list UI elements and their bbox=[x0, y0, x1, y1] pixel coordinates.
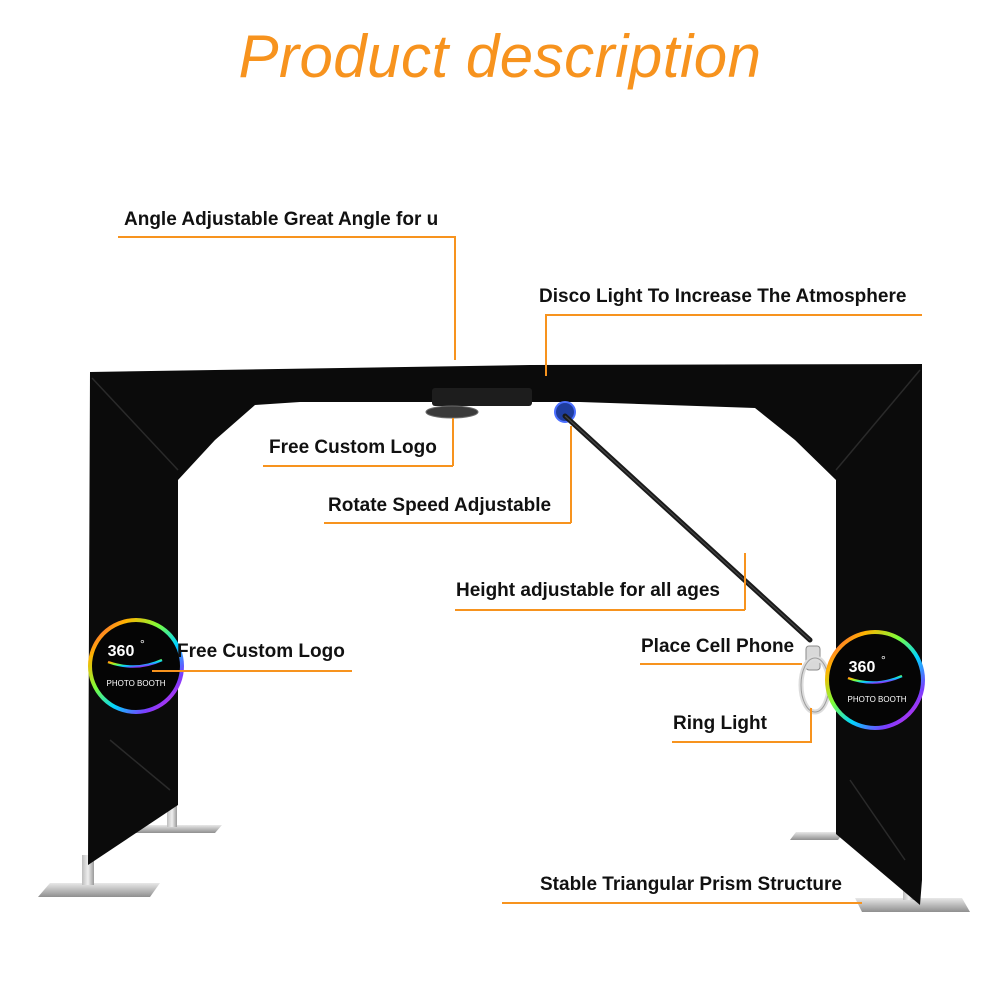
callout-line-height-h bbox=[455, 609, 745, 611]
callout-line-disco-h bbox=[545, 314, 922, 316]
callout-line-rotate-h bbox=[324, 522, 571, 524]
svg-text:360: 360 bbox=[108, 643, 135, 660]
callout-line-height-v bbox=[744, 553, 746, 610]
label-ring-light: Ring Light bbox=[673, 713, 767, 734]
label-free-custom-logo-left: Free Custom Logo bbox=[177, 641, 345, 662]
label-place-cell-phone: Place Cell Phone bbox=[641, 636, 795, 657]
label-disco-light: Disco Light To Increase The Atmosphere bbox=[539, 286, 907, 307]
arch-frame bbox=[88, 364, 922, 905]
svg-text:PHOTO BOOTH: PHOTO BOOTH bbox=[107, 679, 166, 688]
svg-text:360: 360 bbox=[849, 659, 876, 676]
label-free-custom-logo-top: Free Custom Logo bbox=[269, 437, 437, 458]
label-angle-adjustable: Angle Adjustable Great Angle for u bbox=[124, 209, 439, 230]
page-title: Product description bbox=[238, 23, 762, 90]
panel-logo-right: 360 ° PHOTO BOOTH bbox=[825, 630, 925, 730]
callout-line-logo-top-h bbox=[263, 465, 453, 467]
label-height-adjustable: Height adjustable for all ages bbox=[456, 580, 720, 601]
logo-plate-top bbox=[425, 405, 479, 419]
motor-box bbox=[432, 388, 532, 406]
callout-line-phone-h bbox=[640, 663, 802, 665]
fabric-folds bbox=[91, 369, 921, 861]
callout-line-rotate-v bbox=[570, 426, 572, 523]
disco-light bbox=[554, 401, 576, 423]
svg-text:°: ° bbox=[881, 653, 886, 667]
callout-line-disco-v bbox=[545, 314, 547, 376]
label-rotate-speed: Rotate Speed Adjustable bbox=[328, 495, 552, 516]
panel-logo-left: 360 ° PHOTO BOOTH bbox=[88, 618, 184, 714]
svg-text:PHOTO BOOTH: PHOTO BOOTH bbox=[848, 695, 907, 704]
callout-line-angle-h bbox=[118, 236, 455, 238]
callout-line-ring-v bbox=[810, 708, 812, 742]
callout-line-stable-h bbox=[502, 902, 862, 904]
callout-line-logo-top-v bbox=[452, 418, 454, 466]
callout-line-ring-h bbox=[672, 741, 812, 743]
callout-line-logo-left-h bbox=[152, 670, 352, 672]
label-stable-structure: Stable Triangular Prism Structure bbox=[540, 874, 842, 895]
svg-text:°: ° bbox=[140, 637, 145, 651]
callout-line-angle-v bbox=[454, 236, 456, 360]
